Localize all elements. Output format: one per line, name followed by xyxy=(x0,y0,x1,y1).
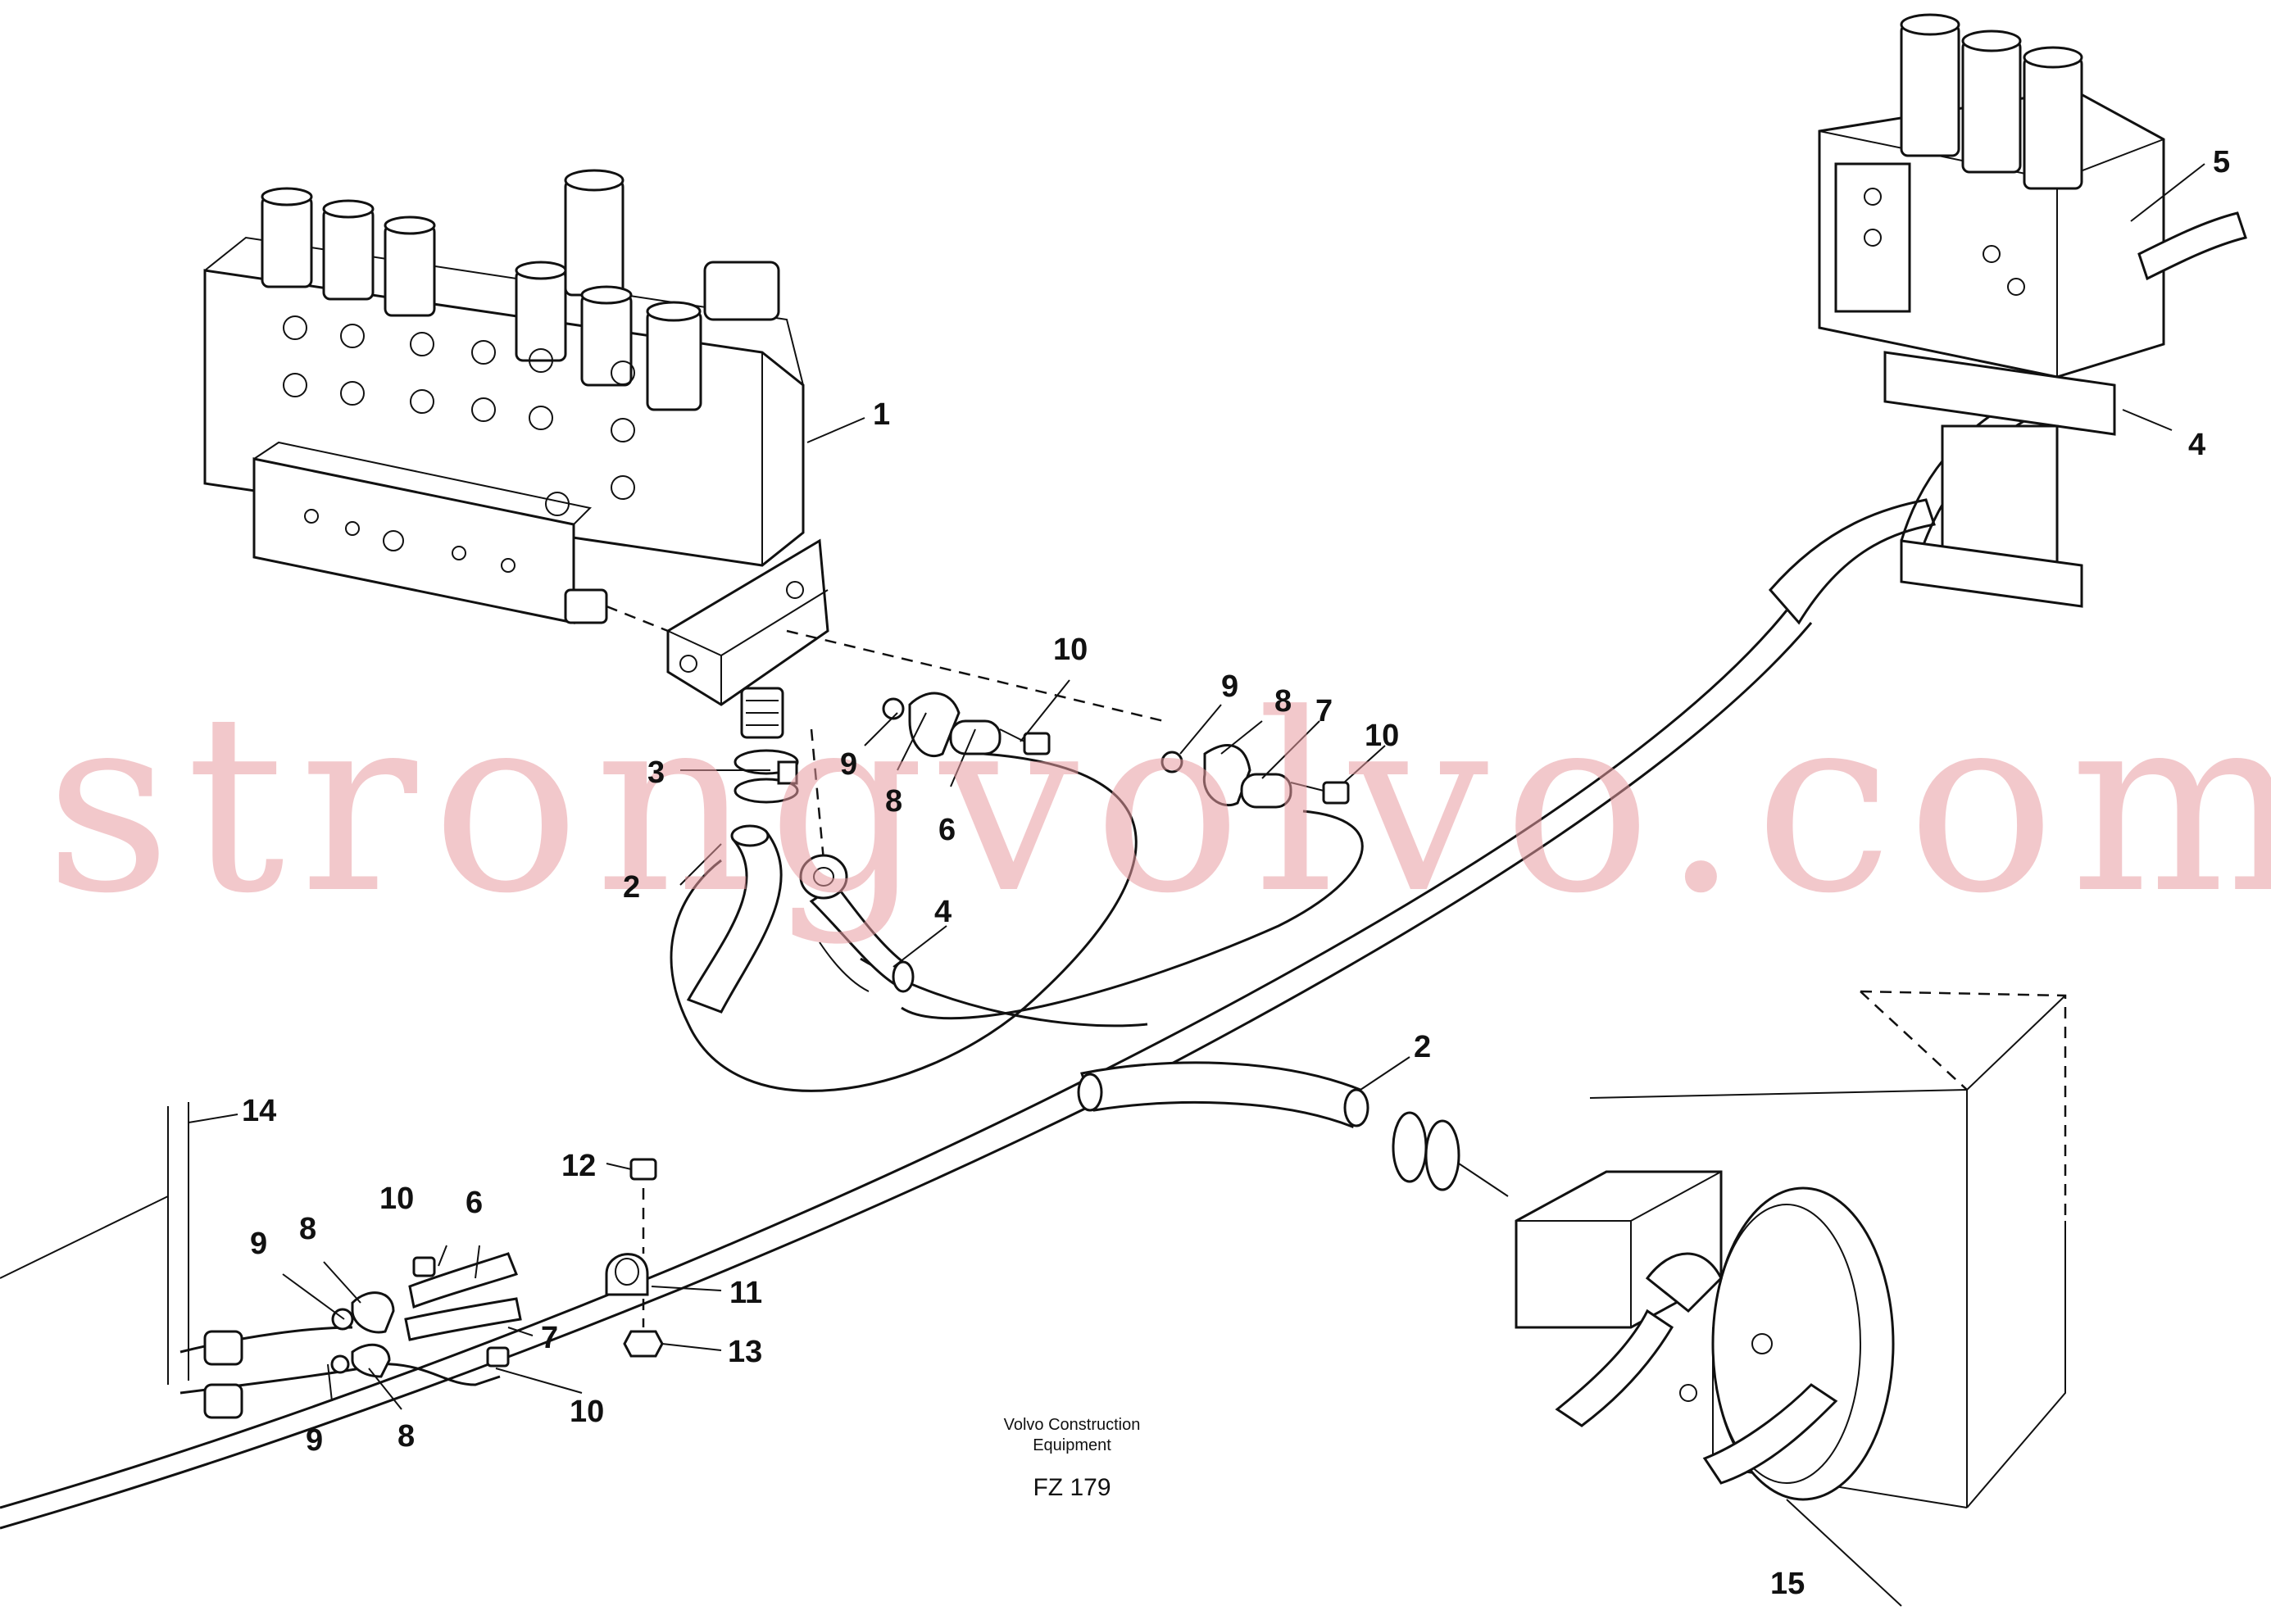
bulkhead-panel-14 xyxy=(0,1102,243,1419)
callout-3: 3 xyxy=(647,755,665,790)
hydraulic-tank xyxy=(1515,990,2067,1508)
callout-9: 9 xyxy=(306,1423,323,1458)
callout-4: 4 xyxy=(934,895,952,929)
callout-15: 15 xyxy=(1770,1567,1805,1601)
callout-9: 9 xyxy=(840,747,857,782)
leader-lines xyxy=(188,163,2205,1607)
callout-4: 4 xyxy=(2188,428,2205,462)
callout-13: 13 xyxy=(728,1335,762,1369)
pipe-clamp-11 xyxy=(605,1188,649,1327)
callout-10: 10 xyxy=(379,1182,414,1216)
callout-5: 5 xyxy=(2213,145,2230,179)
callout-labels: 1 2 2 3 4 4 5 6 6 7 7 8 8 8 8 9 9 9 9 10… xyxy=(242,145,2230,1601)
banjo-fitting-upper-right xyxy=(1160,744,1350,809)
callout-14: 14 xyxy=(242,1094,276,1128)
callout-8: 8 xyxy=(299,1212,316,1246)
hose-2-lower xyxy=(1080,1061,1362,1129)
callout-9: 9 xyxy=(1221,669,1238,704)
callout-8: 8 xyxy=(397,1419,415,1454)
callout-2: 2 xyxy=(1414,1030,1431,1064)
adapter-block xyxy=(606,538,1165,861)
callout-11: 11 xyxy=(729,1276,762,1310)
hose-fitting-nut xyxy=(799,854,848,900)
callout-12: 12 xyxy=(561,1149,596,1183)
caption-line-1: Volvo Construction xyxy=(1004,1416,1141,1434)
callout-10: 10 xyxy=(1365,719,1399,753)
callout-7: 7 xyxy=(541,1321,558,1355)
banjo-fitting-upper-left xyxy=(882,692,1051,757)
callout-8: 8 xyxy=(885,784,902,819)
long-return-hose xyxy=(0,622,1813,1530)
callout-9: 9 xyxy=(250,1227,267,1261)
figure-code: FZ 179 xyxy=(1033,1474,1111,1501)
main-control-valve xyxy=(203,169,805,624)
nut-13 xyxy=(623,1330,664,1358)
callout-7: 7 xyxy=(1315,694,1333,728)
hose-2-upper xyxy=(686,830,783,1014)
callout-8: 8 xyxy=(1274,684,1292,719)
callout-6: 6 xyxy=(466,1186,483,1220)
watermark: strongvolvo.com xyxy=(45,661,2271,947)
tank-hose-clamps xyxy=(1392,1111,1509,1197)
hose-clamp-3 xyxy=(734,749,799,804)
callout-2: 2 xyxy=(623,870,640,905)
callout-10: 10 xyxy=(570,1395,604,1429)
servo-valve-block xyxy=(1818,13,2247,608)
bolt-12 xyxy=(629,1158,657,1181)
callout-6: 6 xyxy=(938,813,956,847)
caption-line-2: Equipment xyxy=(1033,1436,1111,1454)
banjo-fittings-lower xyxy=(330,1256,510,1378)
callout-1: 1 xyxy=(873,397,890,432)
callout-10: 10 xyxy=(1053,633,1088,667)
figure-caption: Volvo Construction Equipment FZ 179 xyxy=(1004,1416,1141,1501)
